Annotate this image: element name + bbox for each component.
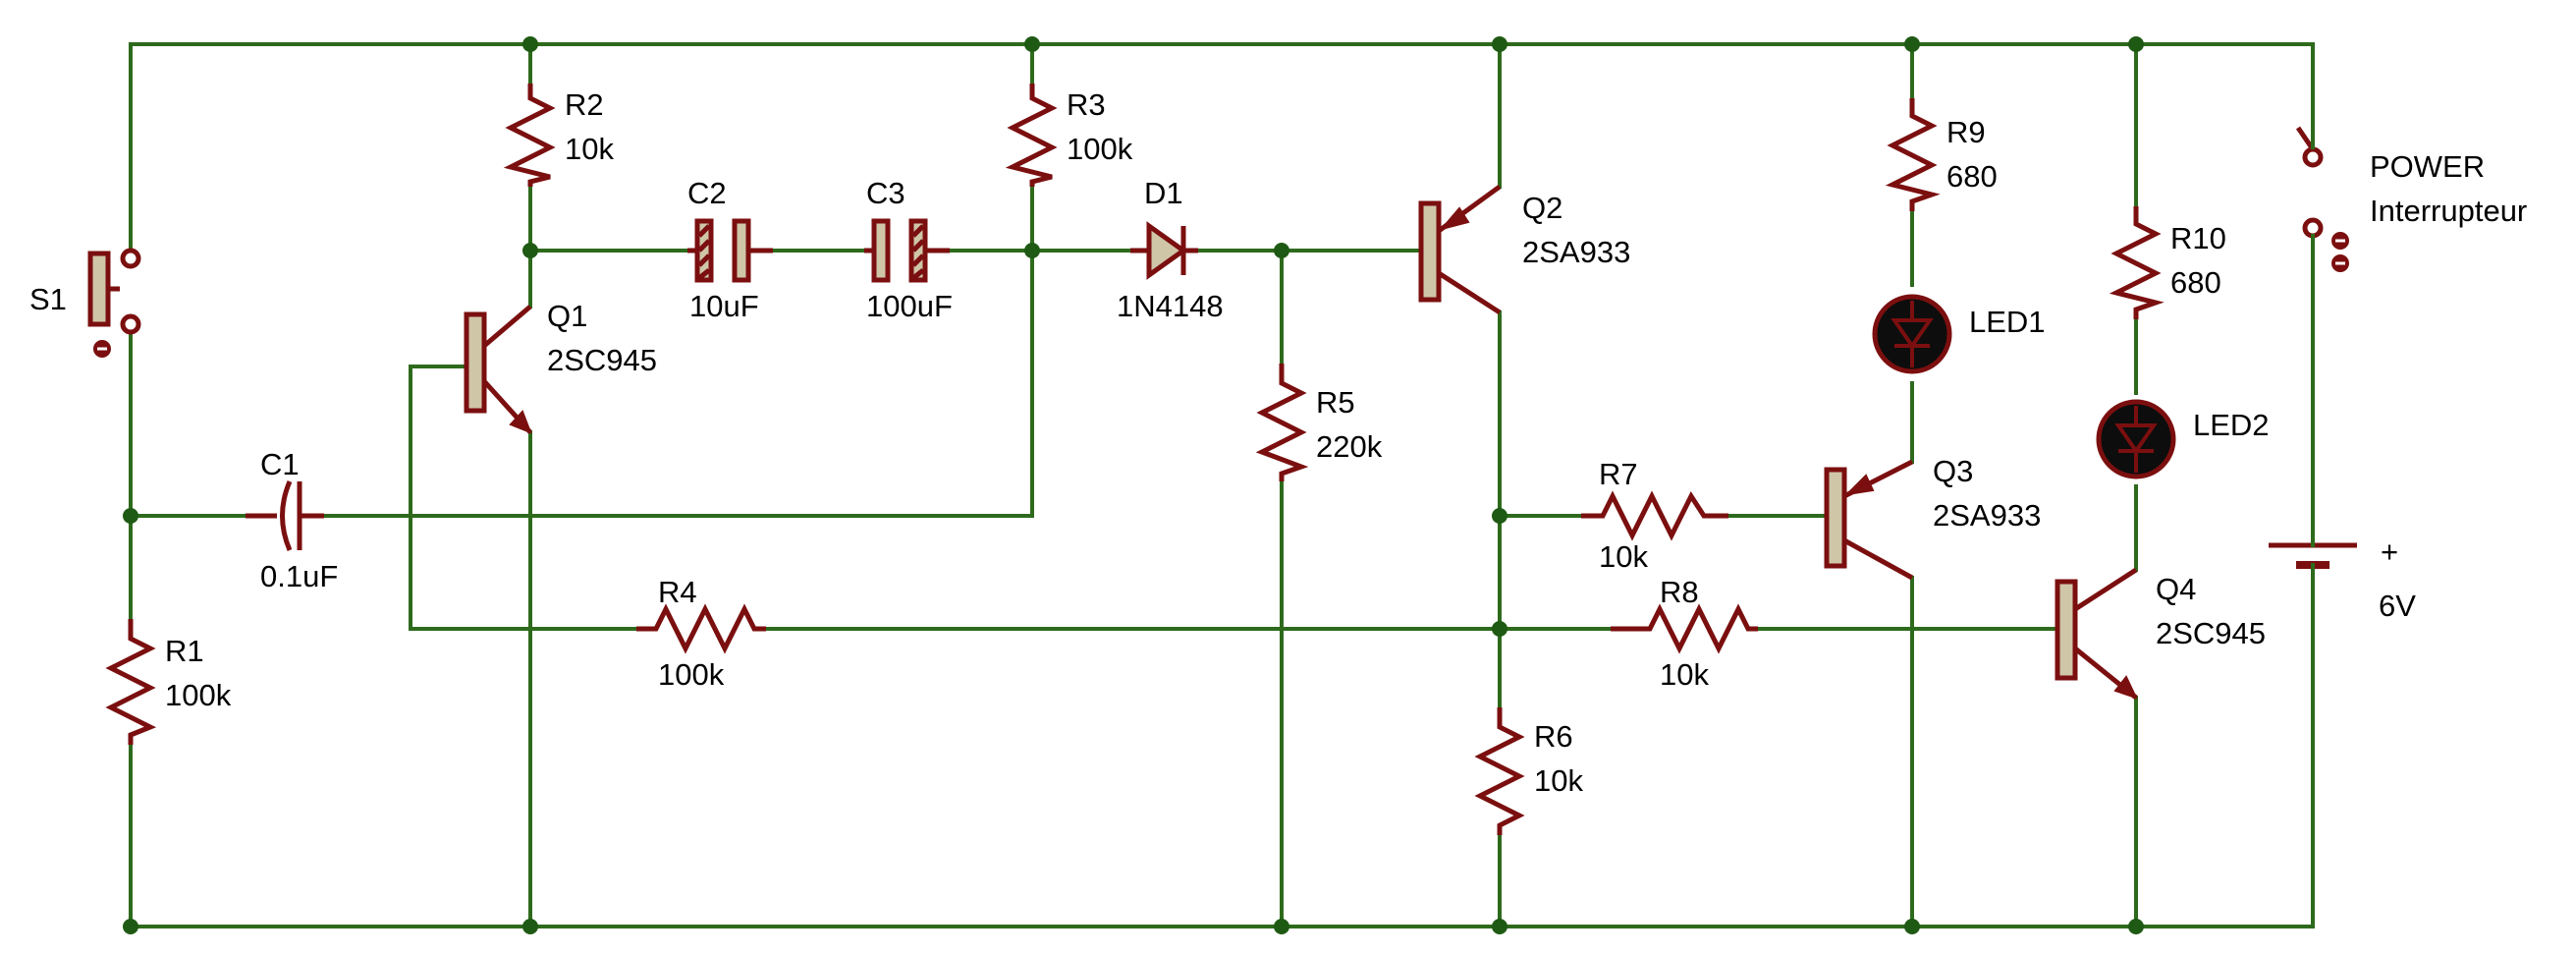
d1-name: D1 <box>1144 176 1183 210</box>
diode-d1: D1 1N4148 <box>1117 176 1224 323</box>
r10-name: R10 <box>2170 221 2226 255</box>
power-name: POWER <box>2370 149 2485 184</box>
power-switch: POWER Interrupteur <box>2295 126 2527 287</box>
r4-value: 100k <box>658 657 725 692</box>
battery-6v: + 6V <box>2269 519 2416 623</box>
q2-name: Q2 <box>1522 191 1562 225</box>
capacitor-c1: C1 0.1uF <box>246 447 338 593</box>
junction-dot <box>1274 919 1289 934</box>
r5-name: R5 <box>1316 385 1355 420</box>
s1-name: S1 <box>29 282 67 316</box>
r8-value: 10k <box>1660 657 1709 692</box>
junction-dot <box>1492 919 1507 934</box>
power-value: Interrupteur <box>2370 194 2527 228</box>
r6-value: 10k <box>1534 763 1583 798</box>
resistor-r9: R9 680 <box>1885 98 1998 211</box>
r9-value: 680 <box>1946 159 1998 194</box>
r1-name: R1 <box>165 634 204 668</box>
resistor-r6: R6 10k <box>1474 707 1583 835</box>
resistor-r7: R7 10k <box>1581 457 1728 574</box>
resistor-r10: R10 680 <box>2109 206 2226 319</box>
capacitor-c2: C2 10uF <box>687 176 773 323</box>
q3-value: 2SA933 <box>1933 498 2041 533</box>
r3-value: 100k <box>1067 132 1133 166</box>
r2-value: 10k <box>565 132 614 166</box>
c2-value: 10uF <box>689 289 759 323</box>
transistor-q1: Q1 2SC945 <box>464 299 657 434</box>
r4-name: R4 <box>658 575 697 609</box>
junction-dot <box>1274 243 1289 258</box>
r8-name: R8 <box>1660 575 1699 609</box>
junction-dot <box>123 919 138 934</box>
wires <box>129 42 2315 928</box>
junction-dot <box>1492 621 1507 637</box>
r10-value: 680 <box>2170 265 2221 300</box>
r6-name: R6 <box>1534 719 1573 754</box>
resistor-r4: R4 100k <box>636 575 766 692</box>
junction-dot <box>1492 36 1507 52</box>
r9-name: R9 <box>1946 115 1986 149</box>
resistor-r8: R8 10k <box>1611 575 1758 692</box>
junctions <box>123 36 2144 934</box>
r2-name: R2 <box>565 87 604 122</box>
q3-name: Q3 <box>1933 454 1973 488</box>
q4-value: 2SC945 <box>2156 616 2266 650</box>
capacitor-c3: C3 100uF <box>864 176 953 323</box>
c3-name: C3 <box>866 176 905 210</box>
transistor-q3: Q3 2SA933 <box>1824 454 2041 581</box>
led-led2: LED2 <box>2096 399 2270 479</box>
c2-name: C2 <box>687 176 727 210</box>
battery-value: 6V <box>2379 589 2416 623</box>
c3-value: 100uF <box>866 289 953 323</box>
junction-dot <box>1024 36 1040 52</box>
led-led1: LED1 <box>1872 294 2046 374</box>
r7-name: R7 <box>1599 457 1638 491</box>
r5-value: 220k <box>1316 429 1383 464</box>
junction-dot <box>2128 36 2144 52</box>
r7-value: 10k <box>1599 539 1648 574</box>
r1-value: 100k <box>165 678 232 712</box>
r3-name: R3 <box>1067 87 1106 122</box>
c1-value: 0.1uF <box>260 559 338 593</box>
battery-polarity: + <box>2381 534 2398 569</box>
transistor-q4: Q4 2SC945 <box>2055 567 2266 700</box>
led2-name: LED2 <box>2193 408 2270 442</box>
c1-name: C1 <box>260 447 300 481</box>
switch-s1: S1 <box>29 248 141 358</box>
junction-dot <box>2128 919 2144 934</box>
junction-dot <box>123 508 138 524</box>
q1-value: 2SC945 <box>547 343 657 377</box>
junction-dot <box>1904 919 1920 934</box>
junction-dot <box>1024 243 1040 258</box>
resistor-r3: R3 100k <box>1005 84 1133 187</box>
junction-dot <box>522 919 538 934</box>
resistor-r5: R5 220k <box>1255 364 1383 481</box>
resistor-r2: R2 10k <box>503 84 614 187</box>
junction-dot <box>1904 36 1920 52</box>
q1-name: Q1 <box>547 299 587 333</box>
transistor-q2: Q2 2SA933 <box>1418 184 1630 315</box>
d1-value: 1N4148 <box>1117 289 1224 323</box>
led1-name: LED1 <box>1969 305 2046 339</box>
q4-name: Q4 <box>2156 572 2196 606</box>
resistor-r1: R1 100k <box>105 619 232 745</box>
junction-dot <box>1492 508 1507 524</box>
q2-value: 2SA933 <box>1522 235 1630 269</box>
junction-dot <box>522 243 538 258</box>
junction-dot <box>522 36 538 52</box>
